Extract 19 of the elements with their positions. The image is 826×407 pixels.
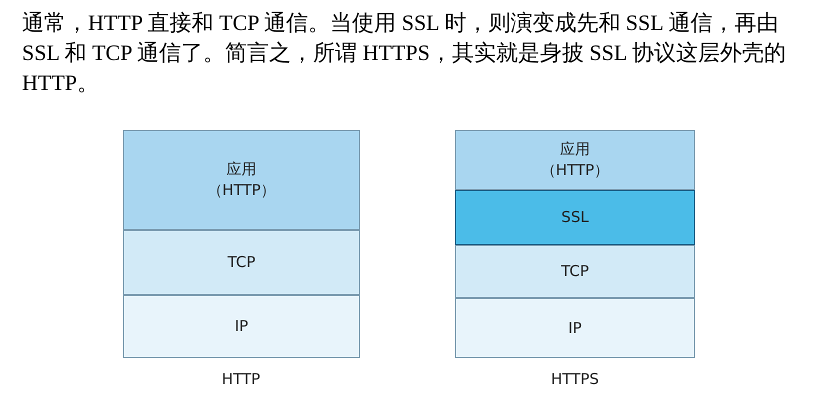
application-layer	[123, 130, 360, 230]
transport-layer	[123, 230, 360, 295]
stack-caption: HTTPS	[550, 370, 600, 388]
layer-label: IP	[234, 316, 248, 337]
application-layer	[455, 130, 695, 190]
stack-caption: HTTP	[220, 370, 262, 388]
ssl-layer	[455, 190, 695, 245]
layer-label: （HTTP）	[540, 160, 610, 181]
network-layer	[455, 298, 695, 358]
layer-label: SSL	[561, 207, 589, 228]
layer-label: 应用	[560, 139, 590, 160]
network-layer	[123, 295, 360, 358]
layer-label: TCP	[228, 252, 256, 273]
layer-label: TCP	[561, 261, 589, 282]
layer-label: （HTTP）	[207, 180, 276, 201]
layer-label: IP	[568, 318, 582, 338]
paragraph: 通常，HTTP 直接和 TCP 通信。当使用 SSL 时，则演变成先和 SSL 通信，再由 SSL 和 TCP 通信了。简言之，所谓 HTTPS，其实就是身披 SSL 协议这层外壳的 HTTP。	[22, 9, 787, 97]
layer-label: 应用	[226, 159, 256, 180]
transport-layer	[455, 245, 695, 298]
